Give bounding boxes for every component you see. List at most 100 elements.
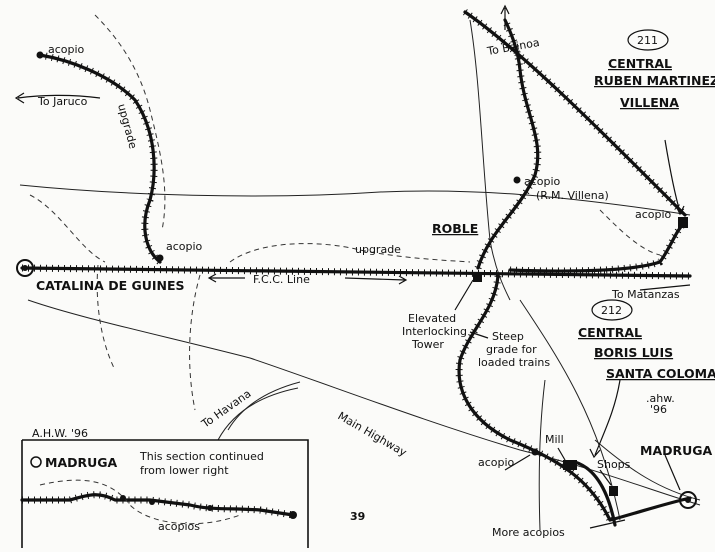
branch-s-spur-2 bbox=[608, 496, 692, 522]
central-211-line-2: RUBEN MARTINEZ bbox=[594, 73, 715, 88]
road-to-havana-2 bbox=[217, 387, 299, 441]
label-acopio-211: acopio bbox=[635, 208, 672, 221]
inset-dash bbox=[39, 479, 241, 525]
arrow-211 bbox=[664, 139, 685, 216]
label-upgrade-mid: upgrade bbox=[355, 243, 401, 256]
label-acopio-nw: acopio bbox=[48, 43, 85, 56]
markers bbox=[16, 51, 697, 509]
branch-north bbox=[474, 18, 542, 270]
label-main-highway-text: Main Highway bbox=[336, 409, 410, 459]
road-east bbox=[594, 439, 701, 501]
label-elevated-2: Interlocking bbox=[402, 325, 467, 338]
dashed-north-left bbox=[94, 14, 166, 231]
label-elevated-3: Tower bbox=[411, 338, 444, 351]
inset-end-dot bbox=[289, 511, 297, 519]
inset-madruga-icon bbox=[30, 456, 42, 468]
inset-acopio-3 bbox=[207, 505, 213, 511]
arrow-fcc-left bbox=[207, 273, 245, 283]
arrow-shops bbox=[599, 469, 612, 486]
main-highway bbox=[27, 299, 701, 506]
inset-label-madruga: MADRUGA bbox=[45, 455, 118, 470]
signature-inset: A.H.W. '96 bbox=[32, 427, 88, 440]
label-acopio-south: acopio bbox=[478, 456, 515, 469]
label-to-jaruco: To Jaruco bbox=[37, 95, 88, 108]
arrow-fcc-right bbox=[344, 275, 408, 285]
catalina-station-dot bbox=[22, 265, 28, 271]
inset-acopio-1 bbox=[120, 495, 126, 501]
inset-track bbox=[20, 493, 295, 517]
branch-north-west bbox=[38, 51, 163, 265]
central-212-badge bbox=[591, 299, 633, 321]
arrow-to-jaruco bbox=[14, 92, 101, 104]
dashed-south-1 bbox=[189, 274, 201, 411]
central-211-line-3: VILLENA bbox=[620, 95, 679, 110]
acopio-dot-south bbox=[531, 448, 539, 456]
arrow-acopio-south bbox=[504, 454, 531, 471]
branch-211 bbox=[463, 9, 688, 275]
central-211-line-1: CENTRAL bbox=[608, 56, 672, 71]
label-more-acopios: More acopios bbox=[492, 526, 565, 539]
branch-nw-ties bbox=[39, 51, 163, 265]
inset-acopio-2 bbox=[149, 499, 155, 505]
label-steep-1: Steep bbox=[492, 330, 524, 343]
branch-n-track bbox=[476, 18, 540, 270]
label-catalina: CATALINA DE GUINES bbox=[36, 278, 185, 293]
central-211-badge bbox=[627, 29, 669, 51]
branch-s-ties bbox=[455, 275, 614, 522]
label-fcc-line: F.C.C. Line bbox=[253, 273, 310, 286]
madruga-station-dot bbox=[685, 497, 691, 503]
arrow-to-bainoa bbox=[500, 4, 510, 30]
road-mill bbox=[519, 299, 621, 521]
inset-label-acopios: acopios bbox=[158, 520, 200, 533]
central-211-number: 211 bbox=[637, 34, 658, 47]
label-acopio-main: acopio bbox=[166, 240, 203, 253]
fcc-track bbox=[20, 266, 692, 278]
acopio-dot-main bbox=[156, 254, 164, 262]
fcc-mainline bbox=[20, 264, 692, 280]
madruga-station-icon bbox=[679, 491, 697, 509]
arrow-more-acopios bbox=[589, 519, 626, 529]
shops-icon bbox=[609, 486, 618, 496]
label-mill: Mill bbox=[545, 433, 564, 446]
label-main-highway: Main Highway bbox=[336, 409, 410, 459]
branch-s-track bbox=[457, 274, 612, 522]
dashed-paths bbox=[29, 14, 661, 411]
label-madruga: MADRUGA bbox=[640, 443, 713, 458]
central-212-line-1: CENTRAL bbox=[578, 325, 642, 340]
arrow-steep-grade bbox=[469, 331, 489, 339]
label-rm-villena: (R.M. Villena) bbox=[536, 189, 609, 202]
label-steep-3: loaded trains bbox=[478, 356, 550, 369]
branch-n-ties bbox=[474, 18, 542, 270]
branch-south bbox=[455, 274, 692, 527]
arrow-mill bbox=[557, 447, 566, 461]
label-shops: Shops bbox=[597, 458, 631, 471]
signature-right-2: '96 bbox=[650, 403, 667, 416]
label-acopio-north: acopio bbox=[524, 175, 561, 188]
road-to-havana bbox=[227, 381, 301, 431]
dashed-south-2 bbox=[96, 264, 116, 371]
inset-ties bbox=[22, 491, 294, 519]
road-west bbox=[19, 184, 691, 216]
mill-212-icon bbox=[563, 460, 577, 470]
dashed-upgrade bbox=[229, 243, 471, 263]
label-roble: ROBLE bbox=[432, 221, 478, 236]
central-211-mill-icon bbox=[678, 217, 688, 228]
signature-right-1: .ahw. bbox=[646, 392, 675, 405]
branch-211-loop-ties bbox=[509, 219, 688, 275]
arrows bbox=[14, 4, 691, 529]
road-north-bainoa bbox=[469, 19, 511, 301]
acopio-dot-nw bbox=[36, 51, 44, 59]
arrow-212 bbox=[589, 379, 621, 459]
inset-note-2: from lower right bbox=[140, 464, 229, 477]
roads bbox=[19, 19, 701, 531]
arrow-elevated bbox=[454, 279, 474, 311]
central-212-number: 212 bbox=[601, 304, 622, 317]
label-to-matanzas: To Matanzas bbox=[611, 288, 680, 301]
inset-note-1: This section continued bbox=[139, 450, 264, 463]
central-212-line-3: SANTA COLOMA bbox=[606, 366, 715, 381]
catalina-station-icon bbox=[16, 259, 34, 277]
central-212-line-2: BORIS LUIS bbox=[594, 345, 673, 360]
branch-211-ties bbox=[463, 9, 688, 218]
acopio-dot-north bbox=[513, 176, 521, 184]
